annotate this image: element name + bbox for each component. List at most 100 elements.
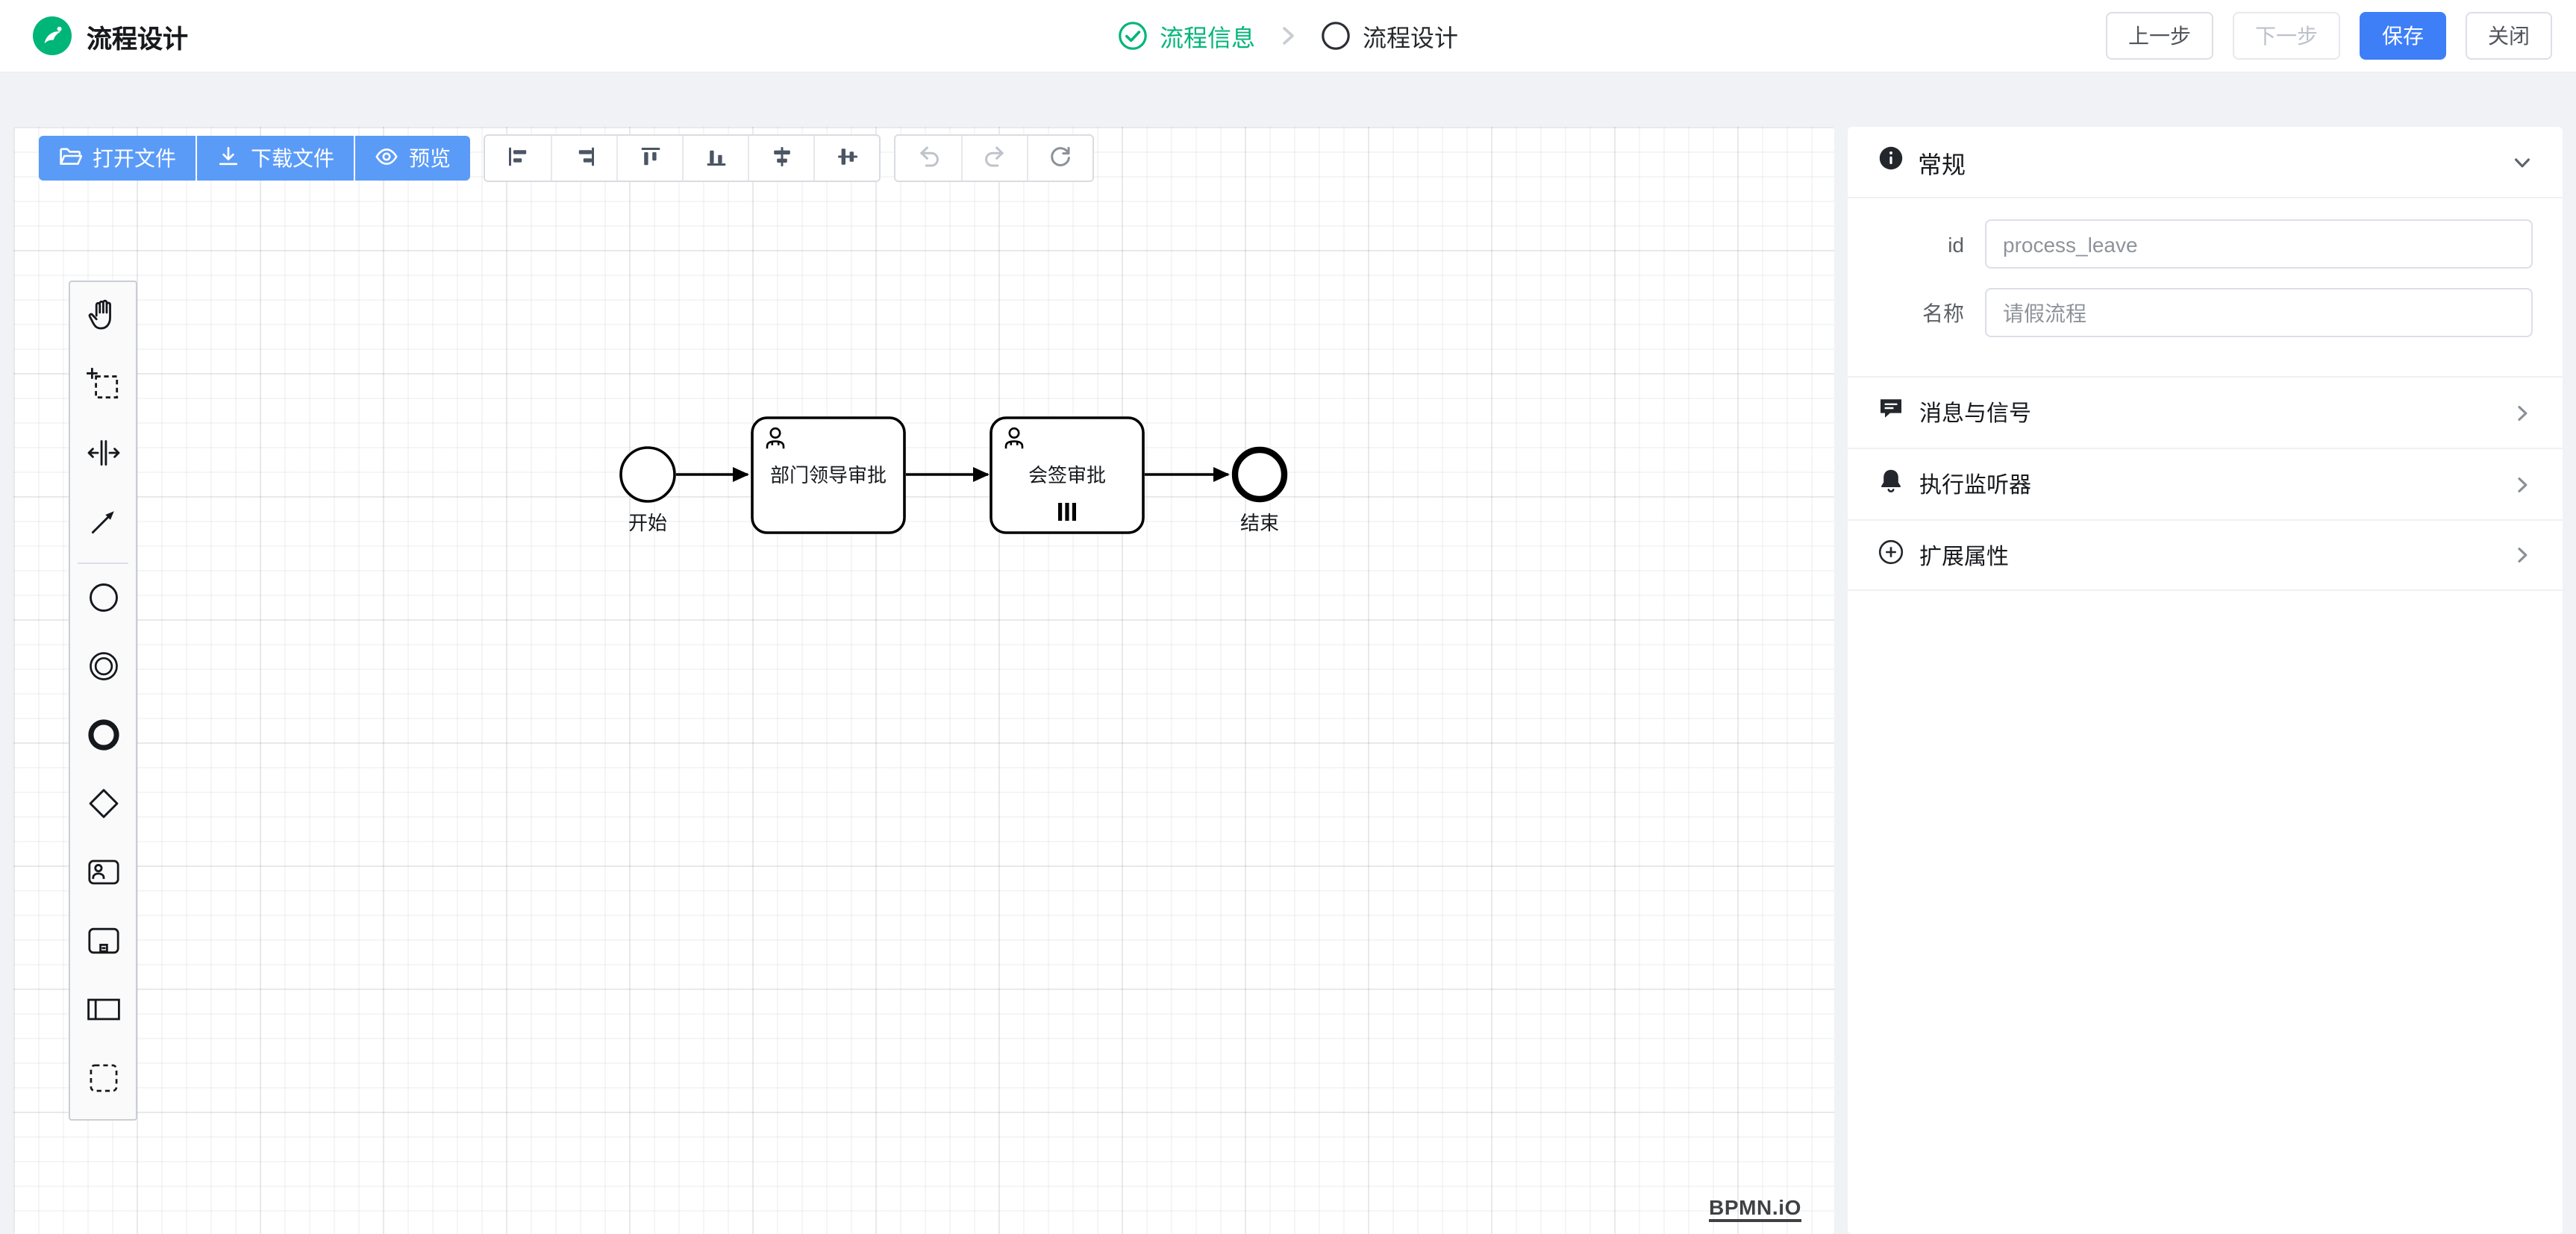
info-icon <box>1878 145 1904 179</box>
chevron-right-icon[interactable] <box>2512 402 2533 423</box>
align-right-button[interactable] <box>551 136 616 181</box>
create-gateway[interactable] <box>70 773 136 842</box>
create-start-event[interactable] <box>70 567 136 636</box>
global-connect-tool[interactable] <box>70 491 136 560</box>
align-center-vertical-icon <box>835 144 859 172</box>
align-center-horizontal-icon <box>769 144 793 172</box>
step-process-design[interactable]: 流程设计 <box>1321 18 1458 54</box>
chevron-right-icon <box>1276 24 1300 48</box>
palette-separator <box>78 563 128 564</box>
end-event-icon <box>84 716 122 761</box>
create-participant[interactable] <box>70 979 136 1047</box>
main-content: 打开文件 下载文件 预览 <box>13 127 2563 1234</box>
connect-arrow-icon <box>84 503 122 548</box>
align-center-vertical-button[interactable] <box>813 136 879 181</box>
check-circle-icon <box>1118 21 1148 51</box>
group-icon <box>84 1059 122 1104</box>
hand-tool[interactable] <box>70 285 136 354</box>
id-field[interactable] <box>1985 219 2533 269</box>
align-center-horizontal-button[interactable] <box>748 136 813 181</box>
create-end-event[interactable] <box>70 704 136 773</box>
chevron-right-icon[interactable] <box>2512 474 2533 495</box>
prev-step-button[interactable]: 上一步 <box>2106 12 2213 60</box>
name-field-label: 名称 <box>1922 301 1964 325</box>
start-event-node[interactable]: 开始 <box>619 446 676 534</box>
section-execution-listeners[interactable]: 执行监听器 <box>1848 448 2563 519</box>
open-file-label: 打开文件 <box>93 146 176 170</box>
close-button[interactable]: 关闭 <box>2466 12 2552 60</box>
reset-button[interactable] <box>1027 136 1092 181</box>
align-left-icon <box>506 144 530 172</box>
canvas-toolbar: 打开文件 下载文件 预览 <box>39 134 1094 182</box>
create-intermediate-event[interactable] <box>70 636 136 704</box>
section-messages-signals[interactable]: 消息与信号 <box>1848 376 2563 448</box>
open-file-button[interactable]: 打开文件 <box>39 136 196 181</box>
end-event-node[interactable]: 结束 <box>1231 446 1288 534</box>
user-icon <box>766 427 785 449</box>
user-task-icon <box>84 854 122 898</box>
bell-icon <box>1878 467 1904 501</box>
create-subprocess[interactable] <box>70 910 136 979</box>
align-bottom-icon <box>704 144 728 172</box>
top-bar: 流程设计 流程信息 流程设计 上一步 下一步 保存 关闭 <box>0 0 2576 73</box>
step-label: 流程信息 <box>1159 27 1255 52</box>
bpmn-diagram[interactable]: 开始 部门领导审批 <box>13 127 1834 1234</box>
start-event-icon <box>84 579 122 624</box>
intermediate-event-icon <box>84 648 122 692</box>
page-title: 流程设计 <box>87 25 188 53</box>
redo-button[interactable] <box>961 136 1027 181</box>
undo-icon <box>916 143 941 173</box>
properties-panel: 常规 id 名称 <box>1848 127 2563 1234</box>
plus-circle-icon <box>1878 538 1904 572</box>
user-task-node-1[interactable]: 部门领导审批 <box>751 416 906 534</box>
download-icon <box>216 144 240 172</box>
create-user-task[interactable] <box>70 842 136 910</box>
circle-icon <box>1321 21 1351 51</box>
space-tool[interactable] <box>70 422 136 491</box>
lasso-icon <box>84 366 122 410</box>
align-top-icon <box>638 144 662 172</box>
create-group[interactable] <box>70 1047 136 1116</box>
section-extension-properties[interactable]: 扩展属性 <box>1848 519 2563 591</box>
history-button-group <box>894 134 1094 182</box>
task-label: 会签审批 <box>1028 464 1106 486</box>
id-field-label: id <box>1948 232 1964 256</box>
align-button-group <box>484 134 881 182</box>
undo-button[interactable] <box>895 136 961 181</box>
bpmn-io-watermark[interactable]: BPMN.iO <box>1709 1195 1801 1222</box>
name-field[interactable] <box>1985 288 2533 337</box>
lasso-tool[interactable] <box>70 354 136 422</box>
task-label: 部门领导审批 <box>770 464 887 486</box>
user-icon <box>1004 427 1024 449</box>
section-label: 执行监听器 <box>1919 473 2032 498</box>
chevron-right-icon[interactable] <box>2512 545 2533 566</box>
gateway-icon <box>84 785 122 830</box>
start-event-label: 开始 <box>628 512 667 534</box>
message-icon <box>1878 395 1904 430</box>
next-step-button[interactable]: 下一步 <box>2233 12 2340 60</box>
align-top-button[interactable] <box>616 136 682 181</box>
step-process-info[interactable]: 流程信息 <box>1118 18 1255 54</box>
parallel-multi-instance-marker <box>1058 503 1076 521</box>
align-right-icon <box>572 144 596 172</box>
align-bottom-button[interactable] <box>682 136 748 181</box>
download-file-label: 下载文件 <box>251 146 334 170</box>
redo-icon <box>982 143 1007 173</box>
chevron-down-icon[interactable] <box>2512 151 2533 172</box>
eye-icon <box>375 144 398 172</box>
app-logo-icon <box>33 16 72 55</box>
preview-button[interactable]: 预览 <box>355 136 470 181</box>
download-file-button[interactable]: 下载文件 <box>197 136 354 181</box>
save-button[interactable]: 保存 <box>2360 12 2446 60</box>
participant-icon <box>84 991 122 1036</box>
align-left-button[interactable] <box>485 136 551 181</box>
panel-sections: 消息与信号 执行监听器 <box>1848 376 2563 591</box>
general-section-header[interactable]: 常规 <box>1848 127 2563 198</box>
folder-open-icon <box>58 144 83 172</box>
bpmn-canvas[interactable]: 打开文件 下载文件 预览 <box>13 127 1834 1234</box>
step-label: 流程设计 <box>1363 27 1459 52</box>
id-field-row: id <box>1878 219 2533 269</box>
subprocess-icon <box>84 922 122 967</box>
user-task-node-2[interactable]: 会签审批 <box>990 416 1145 534</box>
